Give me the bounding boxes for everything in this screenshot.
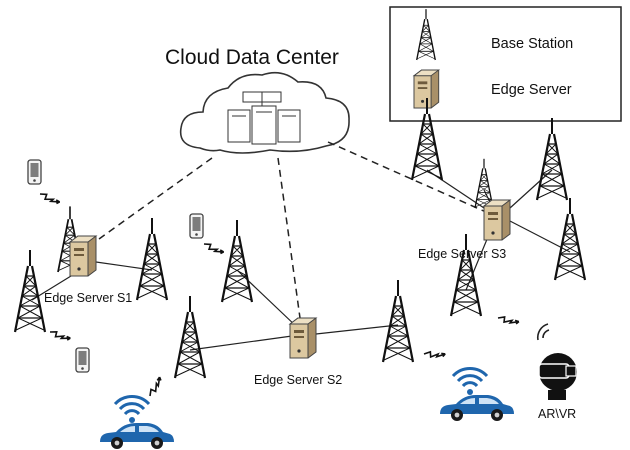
lightning-icon	[422, 350, 447, 360]
legend-base-station-label: Base Station	[491, 36, 573, 52]
car-left	[100, 394, 174, 449]
edge-server-s2-label: Edge Server S2	[254, 373, 342, 387]
vr-headset-icon	[538, 353, 577, 400]
phone-icon	[189, 213, 204, 239]
tower-icon	[381, 278, 415, 364]
cloud-links	[91, 141, 487, 319]
phone-icon	[75, 347, 90, 373]
tower-icon	[173, 294, 207, 380]
cloud-link-s1	[91, 157, 213, 245]
edge-server-s1	[69, 235, 97, 277]
arvr-label: AR\VR	[538, 407, 576, 421]
tower-icon	[553, 196, 587, 282]
wifi-icon	[113, 394, 151, 425]
tower-icon	[13, 248, 47, 334]
tower-icon	[220, 218, 254, 304]
legend: Base Station Edge Server	[389, 6, 622, 122]
edge-server-s3-label: Edge Server S3	[418, 247, 506, 261]
lightning-icon	[48, 328, 72, 344]
data-center-servers-icon	[227, 91, 301, 145]
tower-icon	[474, 158, 494, 209]
car-icon	[100, 423, 174, 449]
car-right	[440, 366, 514, 421]
edge-server-s1-label: Edge Server S1	[44, 291, 132, 305]
lightning-icon	[146, 376, 165, 398]
signal-waves-icon	[536, 323, 550, 341]
tower-icon	[535, 116, 569, 202]
lightning-icon	[202, 240, 225, 258]
tower-icon	[135, 216, 169, 302]
cloud-link-s2	[277, 157, 301, 319]
phone-icon	[27, 159, 42, 185]
cloud-link-s3	[327, 141, 487, 213]
edge-server-s3	[483, 199, 511, 241]
cloud-title: Cloud Data Center	[165, 46, 339, 69]
ar-vr-user: AR\VR	[536, 323, 577, 421]
lightning-icon	[496, 314, 520, 328]
lightning-icon	[38, 190, 61, 208]
car-icon	[440, 395, 514, 421]
cloud-data-center: Cloud Data Center	[165, 46, 350, 154]
legend-edge-server-label: Edge Server	[491, 82, 572, 98]
edge-server-s2	[289, 317, 317, 359]
wifi-icon	[451, 366, 489, 397]
